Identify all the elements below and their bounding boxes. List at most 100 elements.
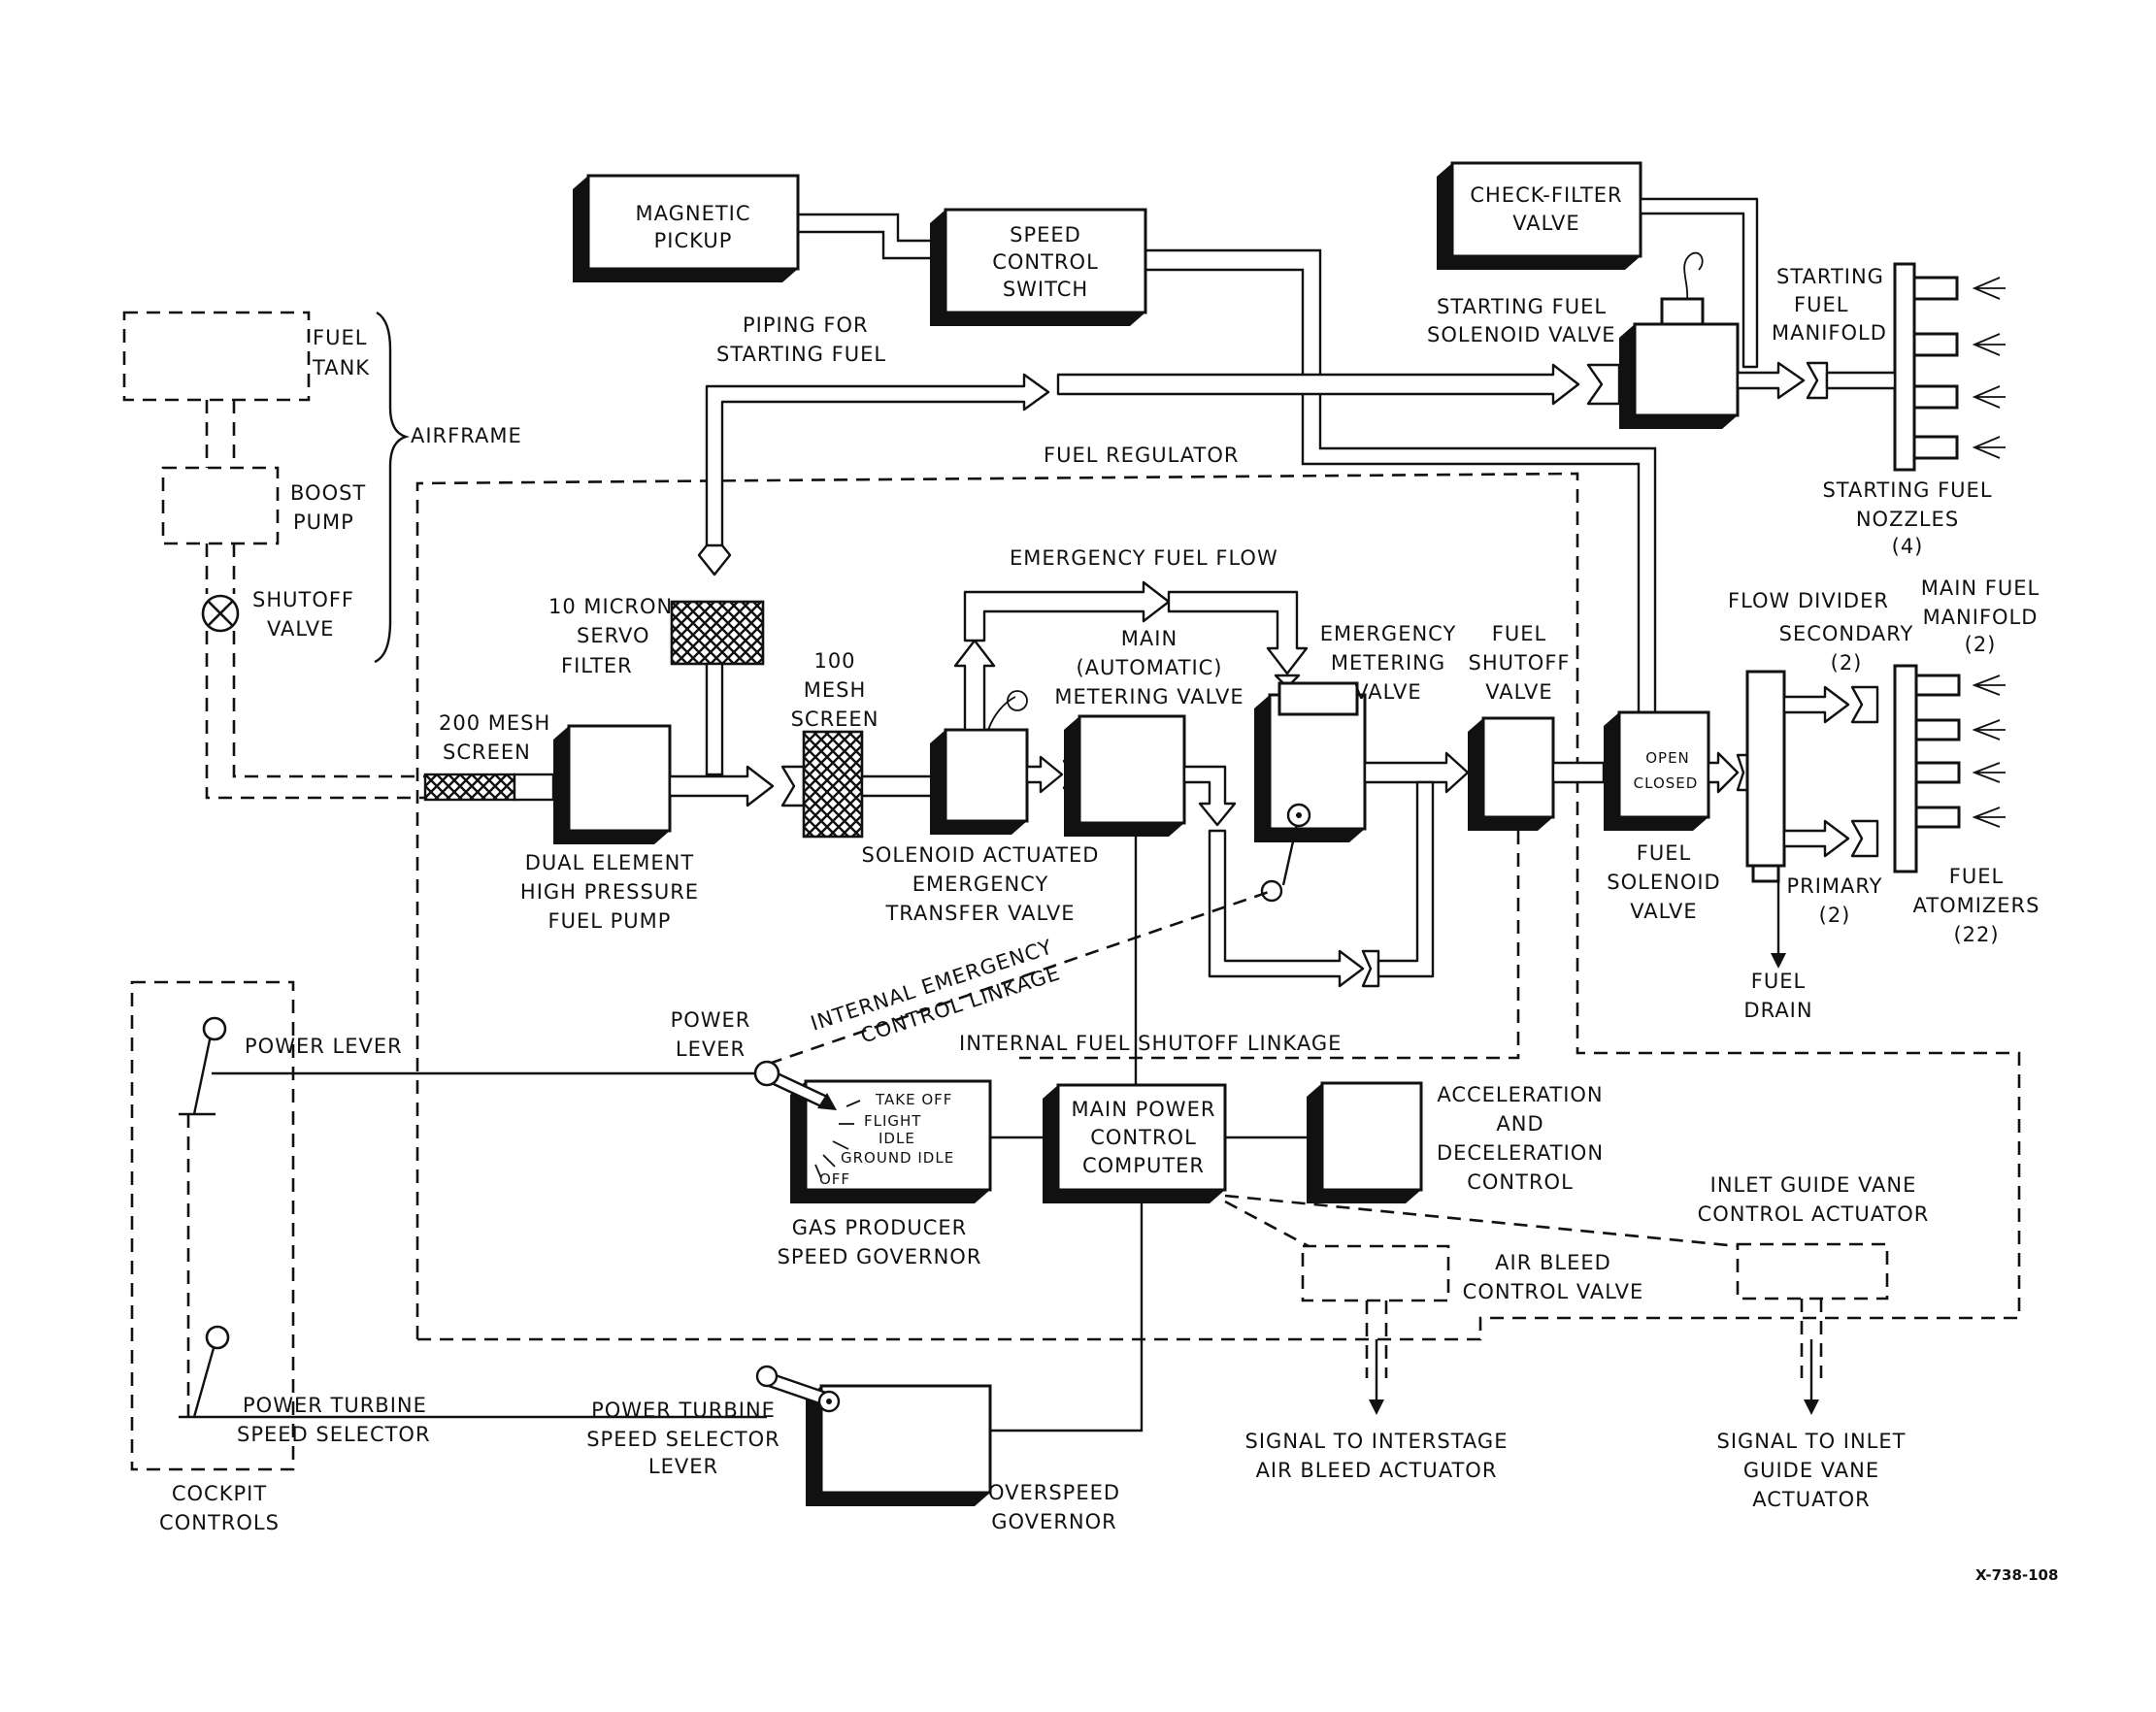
svg-text:FLIGHT: FLIGHT [864,1112,921,1130]
svg-text:VALVE: VALVE [1630,900,1697,923]
svg-text:SCREEN: SCREEN [791,708,879,731]
airframe-brace [374,311,411,664]
signal-inlet-label: SIGNAL TO INLET GUIDE VANE ACTUATOR [1717,1430,1907,1511]
starting-fuel-piping [705,373,1050,565]
figure-code: X-738-108 [1975,1566,2058,1584]
airframe-label: AIRFRAME [411,424,522,447]
fuel-drain-label: FUEL DRAIN [1743,970,1811,1022]
svg-text:FUEL: FUEL [1492,622,1546,645]
svg-text:(2): (2) [1819,904,1851,927]
svg-text:STARTING FUEL: STARTING FUEL [1822,478,1992,502]
secondary-label: SECONDARY (2) [1779,622,1913,675]
inlet-guide-vane-label: INLET GUIDE VANE CONTROL ACTUATOR [1698,1173,1930,1226]
svg-text:LEVER: LEVER [648,1455,718,1478]
boost-pump [161,466,280,545]
svg-text:(4): (4) [1892,535,1924,558]
speed-control-switch: SPEED CONTROL SWITCH [930,208,1147,326]
svg-text:TANK: TANK [312,356,370,379]
svg-text:PICKUP: PICKUP [654,229,733,252]
svg-text:MANIFOLD: MANIFOLD [1772,321,1887,345]
fuel-shutoff-label: FUEL SHUTOFF VALVE [1468,622,1570,704]
emergency-metering-valve [1254,681,1367,842]
svg-text:10 MICRON: 10 MICRON [548,595,673,618]
svg-text:(22): (22) [1953,923,1999,946]
power-turbine-selector-label: POWER TURBINE SPEED SELECTOR [237,1394,430,1446]
solenoid-transfer-label: SOLENOID ACTUATED EMERGENCY TRANSFER VAL… [862,843,1100,925]
svg-text:GAS PRODUCER: GAS PRODUCER [792,1216,968,1239]
airframe-group: FUEL TANK AIRFRAME BOOST PUMP SHUTOFF VA… [122,311,522,800]
air-bleed-valve [1301,1244,1450,1302]
main-fuel-manifold-label: MAIN FUEL MANIFOLD (2) [1921,576,2040,656]
gas-producer-governor-label: GAS PRODUCER SPEED GOVERNOR [778,1216,981,1268]
svg-text:METERING VALVE: METERING VALVE [1054,685,1244,708]
svg-text:TAKE OFF: TAKE OFF [875,1091,952,1108]
svg-text:SWITCH: SWITCH [1003,278,1088,301]
svg-text:OVERSPEED: OVERSPEED [988,1481,1120,1504]
svg-text:SERVO: SERVO [577,624,650,647]
svg-text:COCKPIT: COCKPIT [172,1482,267,1505]
svg-text:CONTROL: CONTROL [1467,1170,1574,1194]
svg-text:SPEED: SPEED [1010,223,1081,247]
svg-text:200 MESH: 200 MESH [439,711,550,735]
svg-text:LEVER: LEVER [676,1037,746,1061]
svg-text:GUIDE VANE: GUIDE VANE [1743,1459,1879,1482]
svg-text:CLOSED: CLOSED [1634,774,1699,792]
svg-text:MAIN FUEL: MAIN FUEL [1921,576,2040,600]
svg-text:ACCELERATION: ACCELERATION [1437,1083,1603,1106]
svg-text:DECELERATION: DECELERATION [1437,1141,1604,1165]
svg-text:POWER: POWER [671,1008,751,1032]
svg-text:IDLE: IDLE [879,1130,915,1147]
svg-text:(AUTOMATIC): (AUTOMATIC) [1076,656,1222,679]
emergency-fuel-flow-label: EMERGENCY FUEL FLOW [1010,546,1278,570]
fuel-tank-label: FUEL TANK [312,326,370,379]
accel-decel-control [1307,1081,1423,1203]
emergency-metering-label: EMERGENCY METERING VALVE [1320,622,1457,704]
svg-text:ATOMIZERS: ATOMIZERS [1913,894,2040,917]
svg-text:GOVERNOR: GOVERNOR [991,1510,1117,1533]
accel-decel-label: ACCELERATION AND DECELERATION CONTROL [1437,1083,1604,1194]
svg-text:SIGNAL TO INTERSTAGE: SIGNAL TO INTERSTAGE [1245,1430,1509,1453]
cockpit-controls-label: COCKPIT CONTROLS [159,1482,279,1534]
dual-pump-label: DUAL ELEMENT HIGH PRESSURE FUEL PUMP [520,851,698,933]
svg-text:SHUTOFF: SHUTOFF [252,588,354,611]
flow-divider-label: FLOW DIVIDER [1728,589,1889,612]
svg-text:VALVE: VALVE [1485,680,1552,704]
servo-filter [670,600,765,776]
svg-text:MANIFOLD: MANIFOLD [1923,606,2039,629]
signal-interstage-label: SIGNAL TO INTERSTAGE AIR BLEED ACTUATOR [1245,1430,1509,1482]
svg-text:FUEL PUMP: FUEL PUMP [548,909,672,933]
svg-text:CONTROL ACTUATOR: CONTROL ACTUATOR [1698,1202,1930,1226]
primary-label: PRIMARY (2) [1786,874,1881,927]
solenoid-transfer-valve [930,690,1029,835]
svg-text:FUEL: FUEL [313,326,367,349]
power-lever-cockpit-label: POWER LEVER [245,1035,403,1058]
starting-fuel-solenoid-label: STARTING FUEL SOLENOID VALVE [1427,295,1615,346]
svg-text:SIGNAL TO INLET: SIGNAL TO INLET [1717,1430,1907,1453]
fuel-solenoid-valve: OPEN CLOSED [1604,710,1710,831]
air-bleed-label: AIR BLEED CONTROL VALVE [1463,1251,1643,1303]
svg-text:FUEL: FUEL [1794,293,1848,316]
svg-text:MESH: MESH [804,678,867,702]
gas-producer-governor: TAKE OFF FLIGHT IDLE GROUND IDLE OFF [753,1060,992,1203]
svg-text:EMERGENCY: EMERGENCY [1320,622,1457,645]
svg-text:SHUTOFF: SHUTOFF [1468,651,1570,675]
svg-text:MAIN: MAIN [1121,627,1178,650]
fuel-tank [122,311,311,402]
flow-divider [1745,670,1786,969]
piping-starting-fuel-label: PIPING FOR STARTING FUEL [716,313,885,366]
fuel-solenoid-label: FUEL SOLENOID VALVE [1607,841,1719,923]
svg-text:FILTER: FILTER [561,654,633,677]
internal-fuel-shutoff-label: INTERNAL FUEL SHUTOFF LINKAGE [959,1032,1342,1055]
svg-text:CHECK-FILTER: CHECK-FILTER [1470,183,1622,207]
fuel-shutoff-valve [1468,716,1555,831]
svg-text:SOLENOID ACTUATED: SOLENOID ACTUATED [862,843,1100,867]
svg-text:STARTING: STARTING [1776,265,1884,288]
starting-fuel-manifold-label: STARTING FUEL MANIFOLD [1772,265,1887,345]
svg-text:VALVE: VALVE [267,617,334,641]
cockpit-controls [130,980,295,1471]
svg-text:TRANSFER VALVE: TRANSFER VALVE [884,902,1075,925]
svg-text:FUEL: FUEL [1751,970,1806,993]
svg-text:(2): (2) [1965,633,1997,656]
svg-text:EMERGENCY: EMERGENCY [912,872,1049,896]
check-filter-valve: CHECK-FILTER VALVE [1437,161,1642,270]
